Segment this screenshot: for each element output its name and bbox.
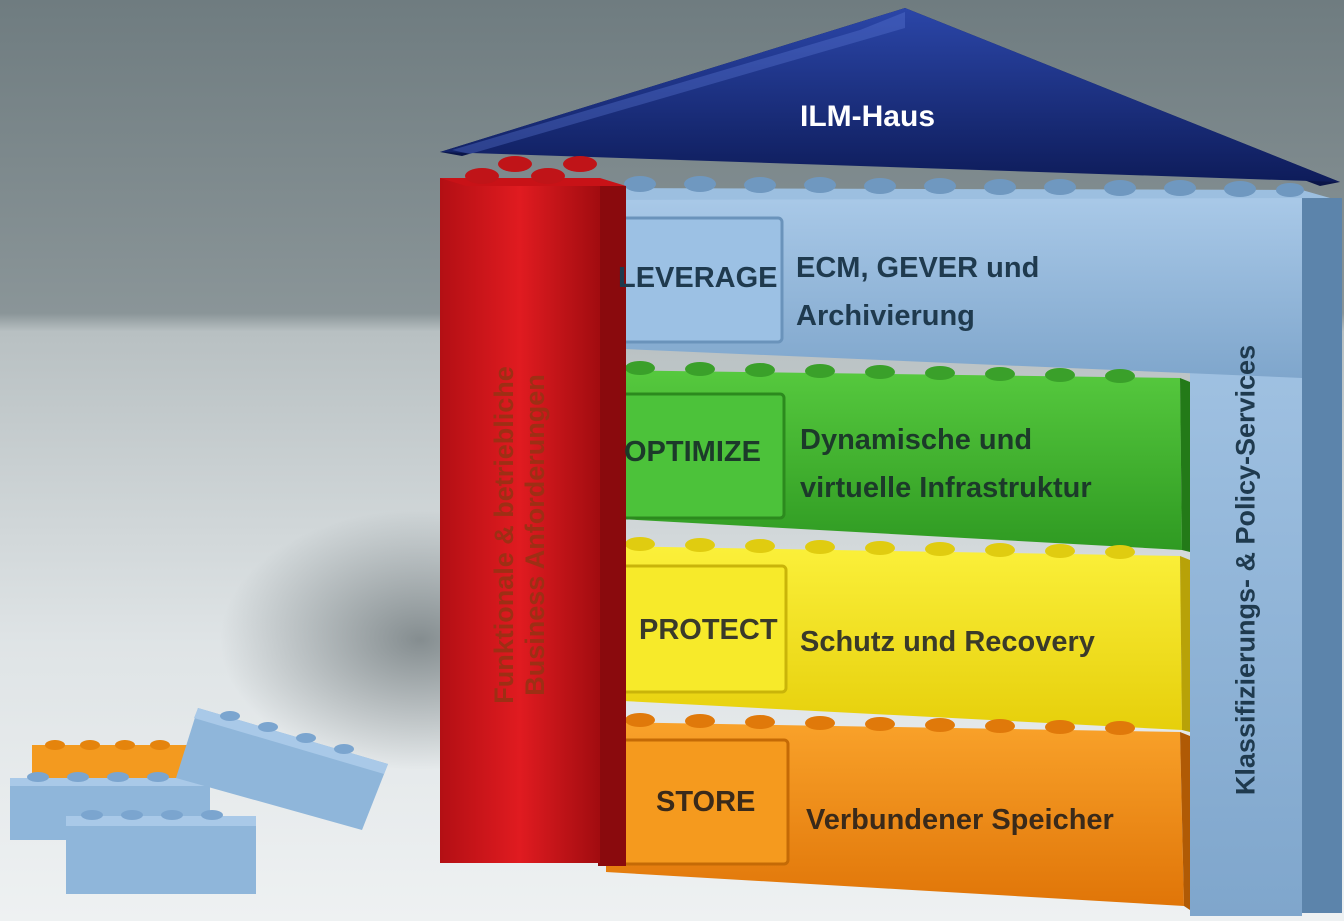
loose-brick-blue-3 [176,708,388,830]
roof [440,8,1340,182]
layer-key-protect: PROTECT [639,614,778,646]
layer-desc-leverage-2: Archivierung [796,300,975,332]
orange-brick-side [1180,732,1190,910]
yellow-studs [625,537,1135,559]
layer-desc-protect-1: Schutz und Recovery [800,626,1095,658]
loose-bricks [10,708,388,894]
green-studs [625,361,1135,383]
orange-studs [625,713,1135,735]
loose-brick-blue-2 [66,816,256,894]
left-pillar-line1: Funktionale & betriebliche [488,366,519,704]
layer-key-store: STORE [656,786,756,818]
layer-desc-optimize-2: virtuelle Infrastruktur [800,472,1092,504]
layer-desc-optimize-1: Dynamische und [800,424,1033,456]
red-pillar-side [598,186,626,866]
right-pillar-text: Klassifizierungs- & Policy-Services [1230,344,1261,796]
layer-desc-store-1: Verbundener Speicher [806,804,1114,836]
blue-beam-top [600,188,1330,200]
layer-desc-leverage-1: ECM, GEVER und [796,252,1040,284]
red-pillar-studs [465,156,597,184]
layer-key-optimize: OPTIMIZE [624,436,761,468]
yellow-brick-side [1180,556,1190,732]
roof-title: ILM-Haus [800,100,935,133]
layer-key-leverage: LEVERAGE [618,262,778,294]
blue-beam-studs [624,176,1304,197]
left-pillar-line2: Business Anforderungen [520,374,550,696]
green-brick-side [1180,378,1190,552]
blue-pillar-side [1300,198,1342,913]
red-pillar [440,178,600,863]
roof-highlight [452,12,905,154]
